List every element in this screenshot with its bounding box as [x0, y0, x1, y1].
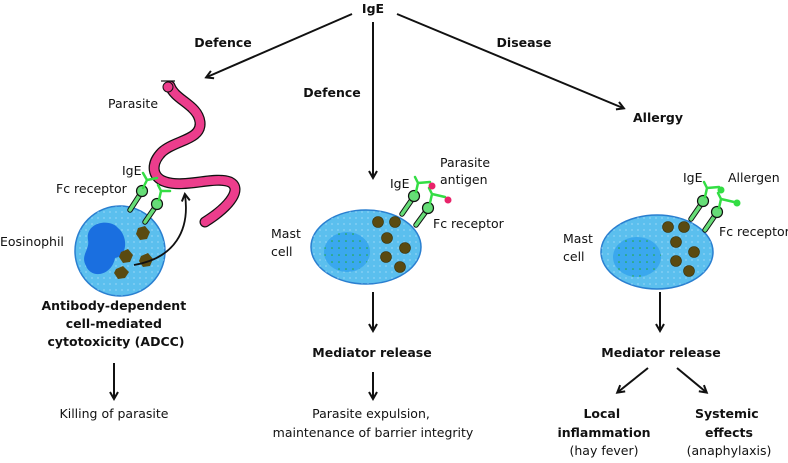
root-label: IgE [362, 1, 384, 16]
fc-receptor-label-middle: Fc receptor [433, 216, 505, 231]
expulsion-outcome-label: Parasite expulsion, maintenance of barri… [273, 406, 474, 440]
ige-antibody-icon-middle [413, 175, 447, 205]
arrow-to-local-inflammation [618, 367, 649, 392]
fc-receptor-label-right: Fc receptor [719, 224, 788, 239]
left-panel: Parasite Ig [0, 80, 241, 421]
eosinophil-label: Eosinophil [0, 234, 64, 249]
eosinophil-nucleus-icon [84, 222, 126, 275]
adcc-label: Antibody-dependent cell-mediated cytotox… [41, 298, 190, 349]
allergen-label: Allergen [728, 170, 780, 185]
ige-antibody-icon-right [702, 180, 736, 210]
fc-receptor-icon [127, 184, 164, 225]
allergen-icon [717, 186, 741, 207]
ige-label-right: IgE [683, 170, 703, 185]
ige-label-middle: IgE [390, 176, 410, 191]
arrow-to-systemic-effects [676, 367, 706, 392]
local-inflammation-label: Local inflammation [557, 406, 650, 440]
branch-label-disease: Disease [497, 35, 552, 50]
systemic-effects-label: Systemic effects [695, 406, 763, 440]
ige-label-left: IgE [122, 163, 142, 178]
mast-cell-label-middle: Mast cell [271, 226, 305, 259]
parasite-antigen-label: Parasite antigen [440, 155, 494, 187]
allergy-title: Allergy [633, 110, 683, 125]
branch-label-middle-defence: Defence [303, 85, 361, 100]
ige-antibody-icon [141, 171, 172, 202]
fc-receptor-label-left: Fc receptor [56, 181, 128, 196]
mediator-release-label-right: Mediator release [601, 345, 720, 360]
anaphylaxis-label: (anaphylaxis) [687, 443, 772, 458]
killing-outcome-label: Killing of parasite [60, 406, 169, 421]
middle-panel: IgE Parasite antigen Fc receptor Mast ce… [271, 155, 505, 440]
hay-fever-label: (hay fever) [569, 443, 638, 458]
attack-arrow-icon [133, 195, 186, 266]
mast-cell-label-right: Mast cell [563, 231, 597, 264]
mediator-release-label-middle: Mediator release [312, 345, 431, 360]
parasite-worm-icon [148, 80, 241, 228]
parasite-antigen-icon [428, 182, 452, 204]
arrow-to-left-defence [207, 13, 353, 77]
fc-receptor-icon-right [688, 194, 724, 233]
arrow-to-disease [396, 13, 623, 108]
mast-cell-granules-icon [372, 216, 411, 273]
right-panel: IgE Allergen Fc receptor Mast cell Media… [557, 170, 788, 458]
parasite-label: Parasite [108, 96, 158, 111]
mast-cell-granules-icon-allergy [662, 221, 700, 277]
branch-label-left-defence: Defence [194, 35, 252, 50]
fc-receptor-icon-middle [399, 189, 435, 228]
